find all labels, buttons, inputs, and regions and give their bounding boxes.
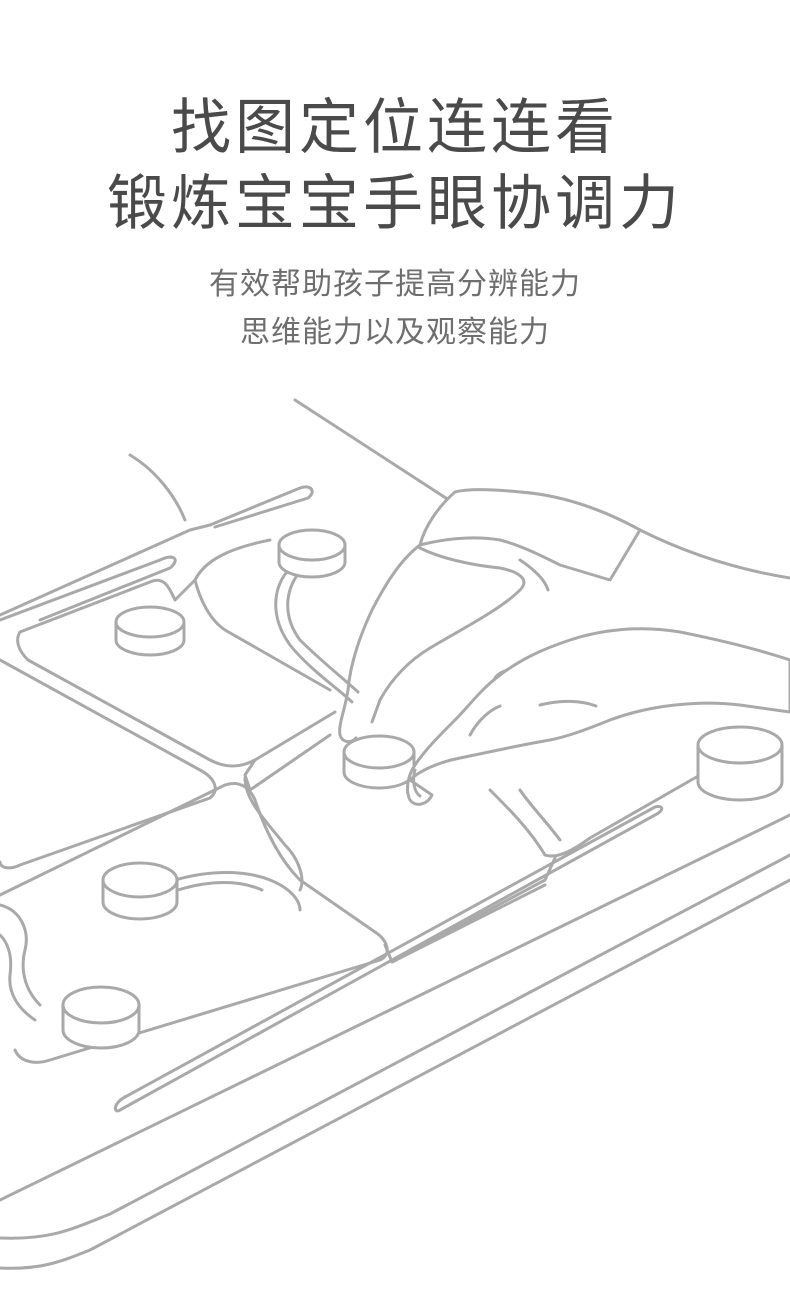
board-outline: [0, 398, 790, 1270]
peg-5: [696, 725, 784, 802]
maze-tracks: [173, 566, 360, 912]
subheadline-line-2: 思维能力以及观察能力: [240, 315, 550, 350]
peg-6: [101, 861, 179, 921]
peg-1: [277, 528, 347, 579]
headline-line-2: 锻炼宝宝手眼协调力: [107, 169, 683, 239]
peg-2: [114, 605, 186, 657]
puzzle-board-illustration: [0, 398, 790, 1270]
headline-line-1: 找图定位连连看: [171, 93, 619, 163]
peg-3: [342, 734, 416, 790]
puzzle-tiles: [0, 453, 702, 1064]
hand: [338, 488, 790, 806]
peg-7: [61, 985, 141, 1050]
subheadline-line-1: 有效帮助孩子提高分辨能力: [209, 267, 581, 302]
